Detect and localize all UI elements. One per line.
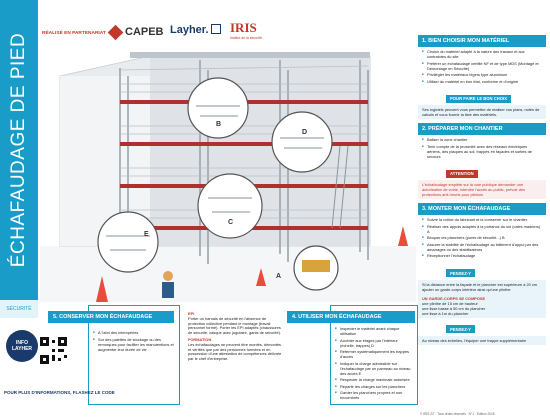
guardrail-box: UN GARDE-CORPS SE COMPOSE une plinthe de… <box>418 293 546 318</box>
footer-qr-text: POUR PLUS D'INFORMATIONS, FLASHEZ LE COD… <box>4 390 115 395</box>
list-item: Répartir les charges sur les planchers <box>335 384 413 389</box>
attention-text: L'échafaudage empiète sur la voie publiq… <box>418 180 546 199</box>
iris-logo-text: IRIS <box>230 20 257 35</box>
guardrail-item: une lisse à 1m du plancher <box>422 310 469 316</box>
step5-title: 5. CONSERVER MON ÉCHAFAUDAGE <box>48 311 174 323</box>
iris-logo-sub: Institut de la sécurité <box>230 36 263 40</box>
list-item: Sur des palettes de stockage ou des remo… <box>93 337 175 352</box>
list-item: Préférer un échafaudage certifié NF et d… <box>422 61 542 71</box>
list-item: Bloquer les planchers (ponts de sécurité… <box>422 235 542 240</box>
step1-list: Choisir du matériel adapté à la nature d… <box>418 47 546 87</box>
list-item: Assurer la stabilité de l'échafaudage au… <box>422 242 542 252</box>
callout-a: A <box>276 273 281 280</box>
right-column: 1. BIEN CHOISIR MON MATÉRIEL Choisir du … <box>418 35 546 345</box>
step4-title: 4. UTILISER MON ÉCHAFAUDAGE <box>287 311 415 323</box>
list-item: Indiquer la charge admissible sur l'écha… <box>335 361 413 376</box>
layher-logo: Layher. <box>170 24 221 36</box>
step5-box: À l'abri des intempéries Sur des palette… <box>88 305 180 405</box>
footer-ref: © IRIS-ST · Tous droits réservés · N°1 ·… <box>420 412 495 416</box>
step1-sub-title: POUR FAIRE LE BON CHOIX <box>446 94 512 103</box>
list-item: Baliser la zone chantier <box>422 137 542 142</box>
list-item: Accéder aux étages par l'intérieur (éche… <box>335 338 413 348</box>
pensez-text: Si la distance entre la façade et le pla… <box>418 279 546 294</box>
list-item: Réaliser des appuis adaptés à la portanc… <box>422 224 542 234</box>
attention-title: ATTENTION <box>446 169 478 178</box>
section-tag-label: SÉCURITÉ <box>6 306 32 312</box>
vertical-title: ÉCHAFAUDAGE DE PIED <box>8 32 29 268</box>
callout-c: C <box>228 219 233 226</box>
step2-list: Baliser la zone chantier Tenir compte de… <box>418 135 546 162</box>
epi-title: EPI <box>188 311 195 316</box>
capeb-mark-icon <box>107 24 124 40</box>
step1-title: 1. BIEN CHOISIR MON MATÉRIEL <box>418 35 546 47</box>
layher-logo-text: Layher. <box>170 24 209 36</box>
iris-logo: IRIS Institut de la sécurité <box>230 20 262 40</box>
layher-mark-icon <box>210 24 221 34</box>
callout-b: B <box>216 121 221 128</box>
list-item: Inspecter le matériel avant chaque utili… <box>335 326 413 336</box>
pensez2-text: Au niveau des échelles, l'équiper une tr… <box>418 335 546 345</box>
step2-title: 2. PRÉPARER MON CHANTIER <box>418 123 546 135</box>
step3-title: 3. MONTER MON ÉCHAFAUDAGE <box>418 203 546 215</box>
section-tag: SÉCURITÉ <box>0 300 38 318</box>
qr-code[interactable] <box>40 337 67 364</box>
step4-list: Inspecter le matériel avant chaque utili… <box>331 324 417 404</box>
info-block: EPI Porter un harnais de sécurité en l'a… <box>188 311 284 362</box>
step3-list: Suivre la notice du fabricant et la cons… <box>418 215 546 262</box>
epi-text: Porter un harnais de sécurité en l'absen… <box>188 315 281 336</box>
vertical-title-band: ÉCHAFAUDAGE DE PIED <box>0 0 38 300</box>
list-item: Utiliser du matériel en bon état, confor… <box>422 79 542 84</box>
list-item: Choisir du matériel adapté à la nature d… <box>422 49 542 59</box>
list-item: Respecter la charge maximale autorisée <box>335 377 413 382</box>
step1-sub-text: Ses logiciels peuvent vous permettre de … <box>418 105 546 119</box>
info-layher-badge: INFO LAYHER <box>6 330 38 362</box>
scaffold-illustration: A B C D E <box>40 52 416 302</box>
formation-text: Les échafaudages ne peuvent être montés,… <box>188 341 282 362</box>
guardrail-item: une lisse basse à 50 cm du plancher <box>422 305 486 311</box>
guardrail-item: une plinthe de 15 cm de hauteur <box>422 300 478 306</box>
step4-box: Inspecter le matériel avant chaque utili… <box>330 305 418 405</box>
step5-list: À l'abri des intempéries Sur des palette… <box>89 328 179 355</box>
capeb-logo: CAPEB <box>107 24 164 40</box>
list-item: Tenir compte de la proximité avec des ré… <box>422 144 542 159</box>
formation-title: FORMATION <box>188 336 212 342</box>
list-item: Garder les planchers propres et non enco… <box>335 390 413 400</box>
partner-label: RÉALISÉ EN PARTENARIAT <box>42 31 106 36</box>
capeb-logo-text: CAPEB <box>125 26 164 38</box>
pensez2-title: PENSEZ-Y <box>446 325 475 333</box>
list-item: Réceptionner l'échafaudage <box>422 253 542 258</box>
list-item: Privilégier les matériaux légers type al… <box>422 72 542 77</box>
guardrail-title: UN GARDE-CORPS SE COMPOSE <box>422 295 486 301</box>
pensez-title: PENSEZ-Y <box>446 269 475 277</box>
list-item: Refermer systématiquement les trappes d'… <box>335 349 413 359</box>
callout-d: D <box>302 129 307 136</box>
list-item: Suivre la notice du fabricant et la cons… <box>422 217 542 222</box>
callout-e: E <box>144 231 149 238</box>
list-item: À l'abri des intempéries <box>93 330 175 335</box>
